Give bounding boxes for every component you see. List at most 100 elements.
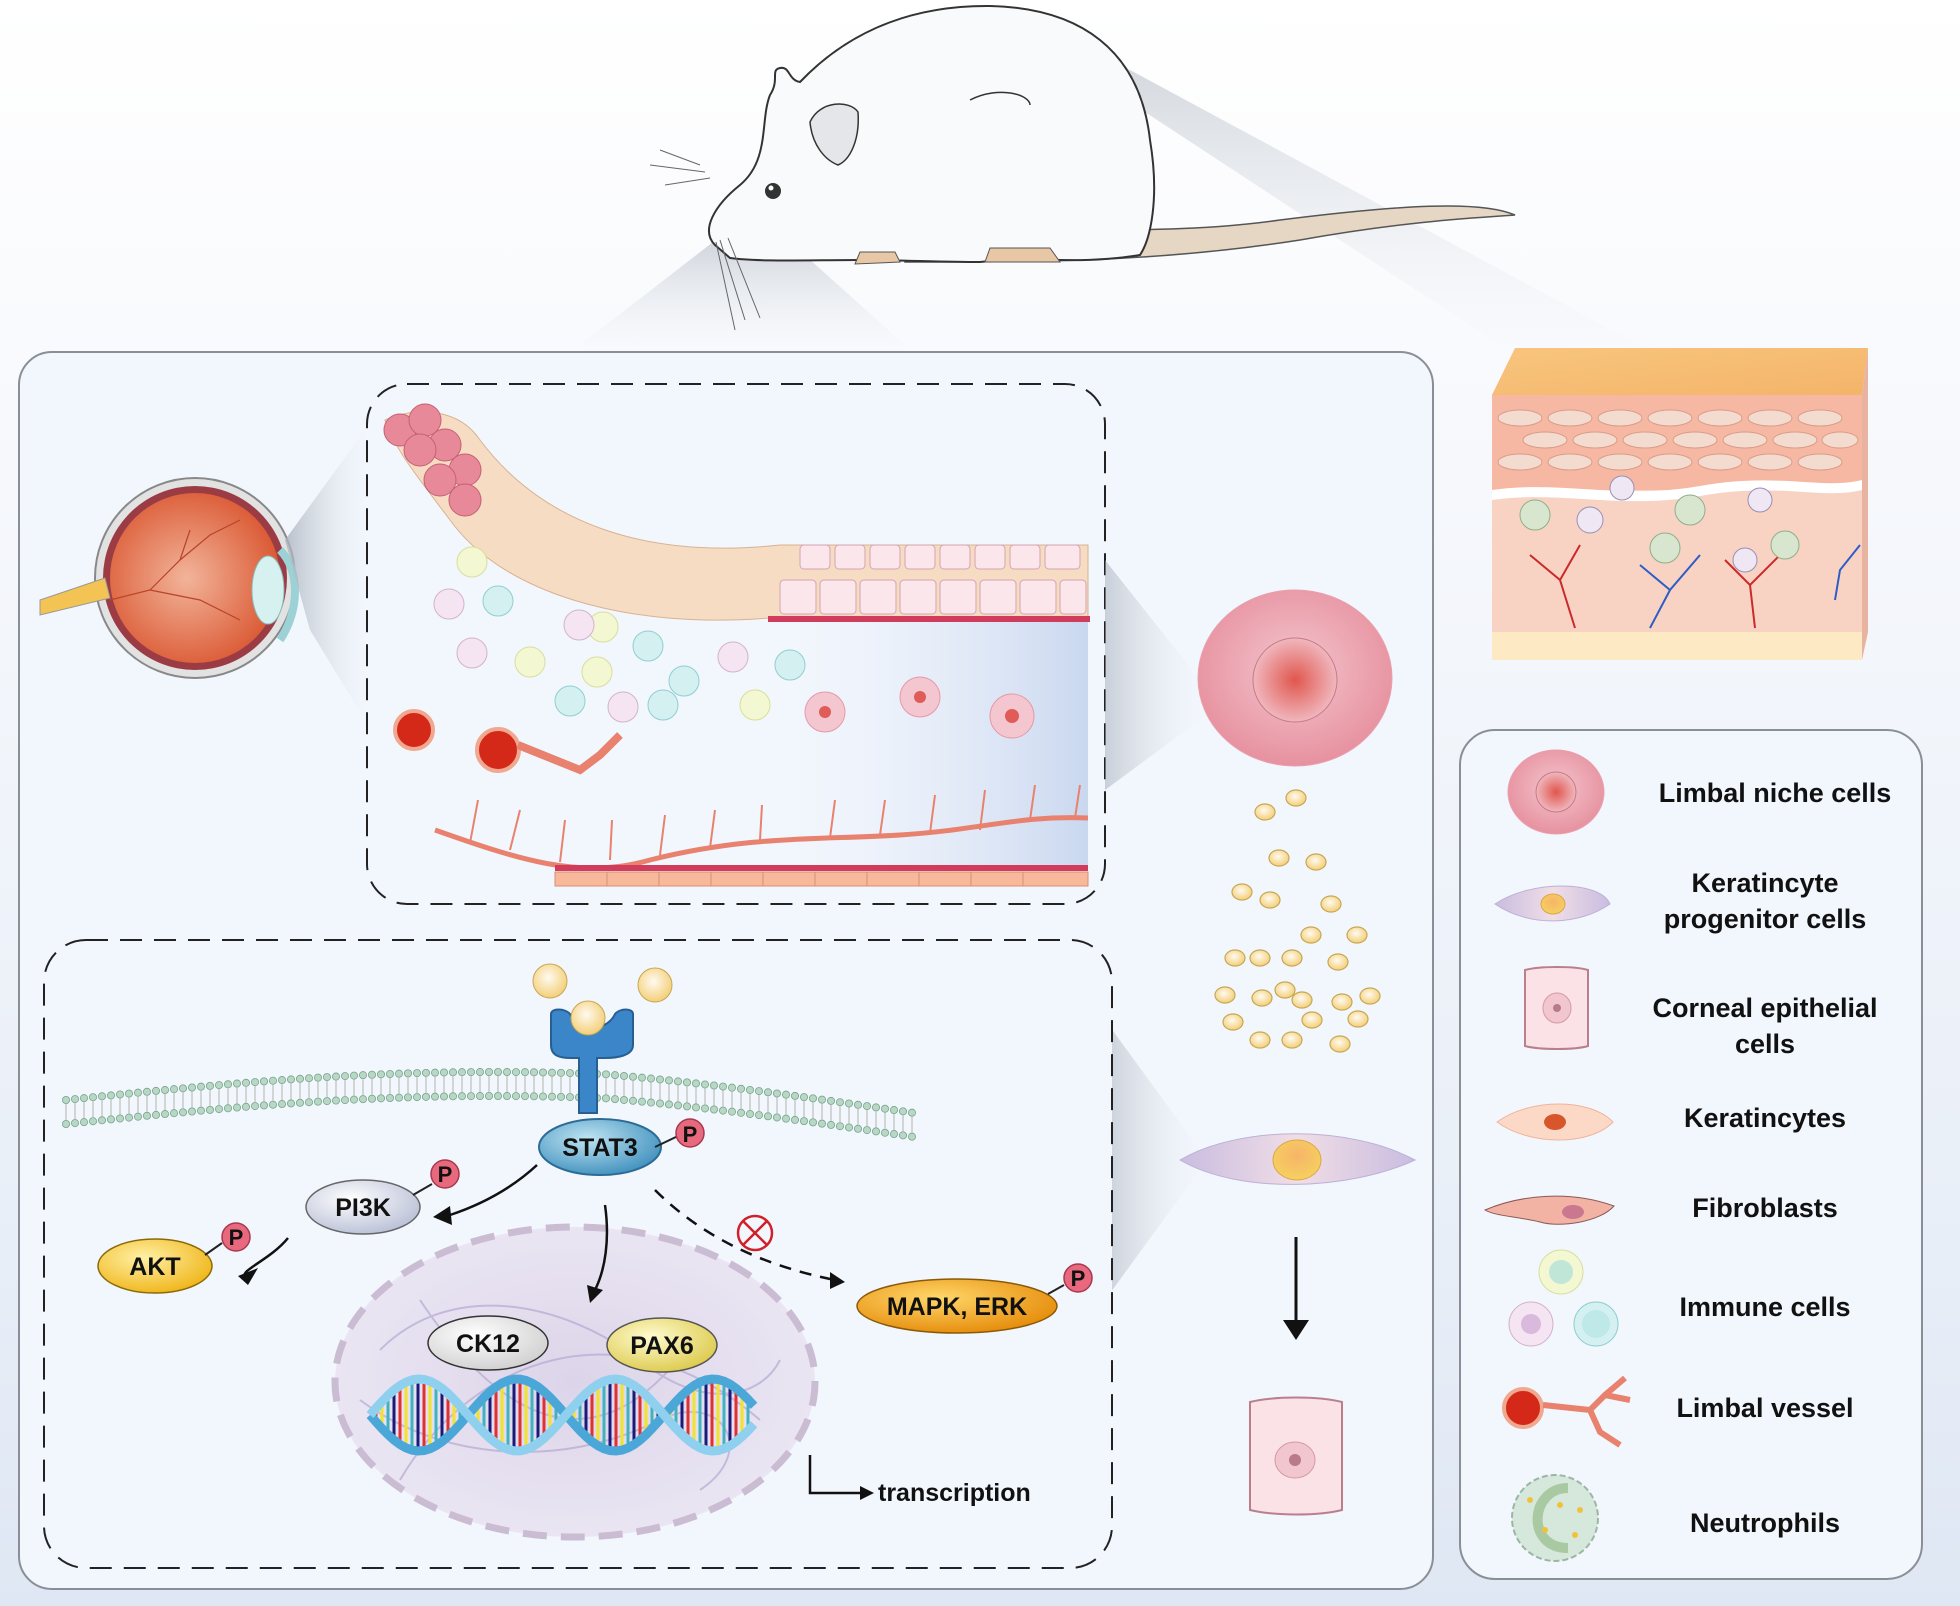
lipid-head: [764, 1112, 773, 1121]
inhibited-arrow: [654, 1189, 836, 1282]
lipid-head: [899, 1131, 908, 1140]
pi3k-label: PI3K: [335, 1194, 391, 1222]
lipid-head: [196, 1106, 205, 1115]
lipid-head: [430, 1068, 439, 1077]
lipid-head: [701, 1104, 710, 1113]
lipid-head: [107, 1091, 116, 1100]
lipid-head: [313, 1097, 322, 1106]
lipid-head: [755, 1087, 764, 1096]
lipid-head: [89, 1093, 98, 1102]
lipid-head: [125, 1113, 134, 1122]
lipid-head: [277, 1100, 286, 1109]
lipid-head: [62, 1120, 71, 1129]
lipid-head: [286, 1099, 295, 1108]
immune-cells-icon: [1508, 1249, 1619, 1347]
lipid-head: [665, 1100, 674, 1109]
differentiation-arrow: [1283, 1237, 1309, 1340]
lipid-head: [484, 1092, 493, 1101]
mapk-erk-node: [856, 1263, 1093, 1334]
lipid-head: [863, 1126, 872, 1135]
lipid-head: [737, 1108, 746, 1117]
lipid-head: [710, 1105, 719, 1114]
mouse-body-projection-cone: [1020, 30, 1640, 345]
lipid-head: [187, 1083, 196, 1092]
lipid-head: [250, 1078, 259, 1087]
cytokine-dot: [1331, 993, 1353, 1011]
corneal-epithelial-cell: [1249, 1396, 1343, 1516]
lipid-head: [412, 1069, 421, 1078]
limbal-vessel-icon: [1502, 1375, 1631, 1448]
lipid-head: [881, 1128, 890, 1137]
lipid-head: [755, 1111, 764, 1120]
cytokine-dot: [1285, 789, 1307, 807]
cytokine-dot: [1329, 1035, 1351, 1053]
lipid-head: [620, 1095, 629, 1104]
lipid-head: [836, 1122, 845, 1131]
legend-panel: [1459, 729, 1923, 1580]
lipid-head: [89, 1117, 98, 1126]
lipid-head: [430, 1092, 439, 1101]
lipid-head: [899, 1107, 908, 1116]
lipid-head: [728, 1083, 737, 1092]
lipid-head: [854, 1100, 863, 1109]
lipid-head: [890, 1130, 899, 1139]
cytokine-dot: [1224, 949, 1246, 967]
lipid-head: [358, 1071, 367, 1080]
lipid-head: [385, 1094, 394, 1103]
dna-strand: [366, 1374, 758, 1456]
lipid-head: [421, 1068, 430, 1077]
lipid-head: [169, 1085, 178, 1094]
lipid-head: [232, 1079, 241, 1088]
lipid-head: [809, 1118, 818, 1127]
lipid-head: [403, 1093, 412, 1102]
lipid-head: [385, 1070, 394, 1079]
lipid-head: [133, 1088, 142, 1097]
dna-helix: [366, 1374, 758, 1456]
lipid-head: [322, 1097, 331, 1106]
lipid-head: [512, 1092, 521, 1101]
legend-item-fibroblasts: Fibroblasts: [1630, 1190, 1900, 1226]
lipid-head: [80, 1094, 89, 1103]
lipid-head: [809, 1094, 818, 1103]
cytokine-dot: [1249, 1031, 1271, 1049]
lipid-head: [304, 1074, 313, 1083]
eye-cross-section: [39, 477, 299, 679]
lipid-head: [548, 1068, 557, 1077]
keratinocyte-progenitor-cell: [1179, 1133, 1417, 1185]
cytokine-dot: [1268, 849, 1290, 867]
lipid-head: [151, 1110, 160, 1119]
pi3k-phospho-label: P: [438, 1162, 453, 1187]
lipid-head: [331, 1096, 340, 1105]
mouse-illustration: [649, 4, 1516, 331]
lipid-head: [62, 1096, 71, 1105]
lipid-head: [142, 1111, 151, 1120]
mapk-phospho-label: P: [1071, 1266, 1086, 1291]
lipid-head: [656, 1075, 665, 1084]
lipid-head: [277, 1076, 286, 1085]
lipid-head: [457, 1068, 466, 1077]
lipid-head: [160, 1110, 169, 1119]
lipid-head: [286, 1075, 295, 1084]
inhibition-icon: [736, 1214, 774, 1252]
lipid-head: [674, 1077, 683, 1086]
lipid-head: [530, 1068, 539, 1077]
lipid-head: [602, 1070, 611, 1079]
lipid-head: [259, 1077, 268, 1086]
keratinocyte-progenitor-icon: [1494, 885, 1611, 922]
lipid-head: [241, 1102, 250, 1111]
cytokine-dot: [1254, 803, 1276, 821]
cytokine-dot: [1346, 926, 1368, 944]
lipid-head: [475, 1092, 484, 1101]
lipid-head: [638, 1097, 647, 1106]
corneal-epithelial-cell-icon: [1524, 966, 1589, 1050]
cytokine-dot: [1301, 1011, 1323, 1029]
limbal-niche-cell-icon: [1507, 749, 1605, 835]
legend-label: Neutrophils: [1689, 1508, 1840, 1538]
lipid-head: [845, 1123, 854, 1132]
lipid-head: [421, 1092, 430, 1101]
lipid-head: [692, 1103, 701, 1112]
lipid-head: [331, 1072, 340, 1081]
lipid-head: [205, 1081, 214, 1090]
lipid-head: [295, 1098, 304, 1107]
lipid-head: [674, 1101, 683, 1110]
